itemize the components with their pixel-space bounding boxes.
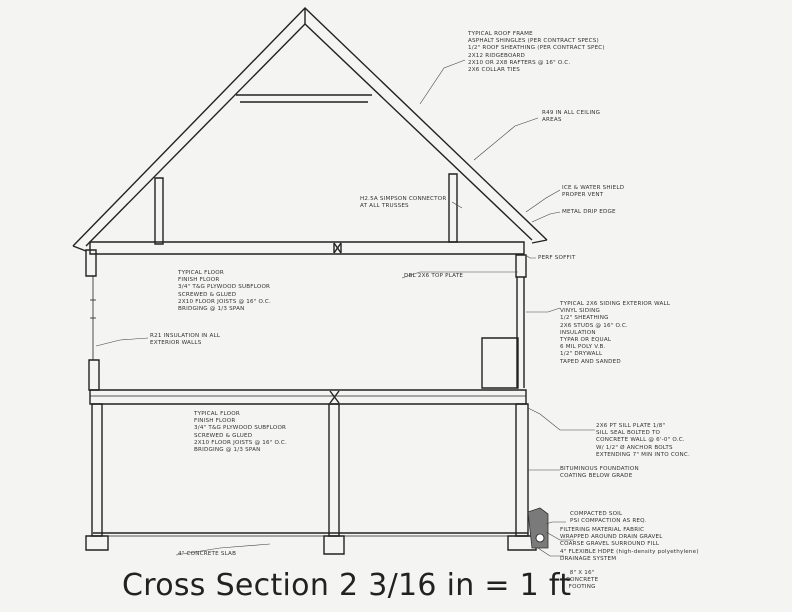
ceiling-joist <box>90 242 524 254</box>
connector-note: H2.5A SIMPSON CONNECTOR AT ALL TRUSSES <box>360 196 446 210</box>
note-line: 1/2" ROOF SHEATHING (PER CONTRACT SPEC) <box>468 45 605 52</box>
note-line: 1/2" SHEATHING <box>560 315 609 322</box>
note-line: PSI COMPACTION AS REQ. <box>570 518 647 525</box>
exterior-wall-note: TYPICAL 2X6 SIDING EXTERIOR WALL VINYL S… <box>560 301 670 366</box>
note-line: TYPICAL ROOF FRAME <box>468 31 533 37</box>
note-line: 2X12 RIDGEBOARD <box>468 52 526 59</box>
sill-plate-note: 2X6 PT SILL PLATE 1/8" SILL SEAL BOLTED … <box>596 423 690 459</box>
roof-frame-note: TYPICAL ROOF FRAME ASPHALT SHINGLES (PER… <box>468 31 605 74</box>
note-line: INSULATION <box>560 329 596 336</box>
slab-note: 4" CONCRETE SLAB <box>178 551 236 558</box>
note-line: 2X6 PT SILL PLATE 1/8" <box>596 423 666 429</box>
note-line: TYPICAL FLOOR <box>178 270 224 276</box>
drain-gravel <box>528 508 548 548</box>
right-exterior-wall <box>482 255 526 388</box>
note-line: FINISH FLOOR <box>178 277 220 284</box>
note-line: BITUMINOUS FOUNDATION <box>560 466 639 472</box>
note-line: SILL SEAL BOLTED TO <box>596 430 661 437</box>
collar-tie <box>236 95 372 102</box>
note-line: AREAS <box>542 117 562 124</box>
ceiling-insulation-note: R49 IN ALL CEILING AREAS <box>542 110 600 124</box>
note-line: BRIDGING @ 1/3 SPAN <box>194 447 261 454</box>
note-line: CONCRETE <box>566 577 599 584</box>
knee-wall-left <box>155 178 163 244</box>
lower-floor-note: TYPICAL FLOOR FINISH FLOOR 3/4" T&G PLYW… <box>194 411 287 454</box>
note-line: WRAPPED AROUND DRAIN GRAVEL <box>560 534 663 541</box>
note-line: H2.5A SIMPSON CONNECTOR <box>360 196 447 202</box>
note-line: W/ 1/2" Ø ANCHOR BOLTS <box>596 444 673 451</box>
note-line: FOOTING <box>568 584 596 591</box>
note-line: 1/2" DRYWALL <box>560 351 603 358</box>
note-line: TYPICAL FLOOR <box>194 411 240 417</box>
note-line: 2X6 STUDS @ 16" O.C. <box>560 322 628 329</box>
drawing-caption: Cross Section 2 3/16 in = 1 ft <box>122 568 572 603</box>
note-line: PERF SOFFIT <box>538 255 576 261</box>
note-line: 2X10 FLOOR JOISTS @ 16" O.C. <box>178 298 271 305</box>
note-line: CONCRETE WALL @ 6'-0" O.C. <box>596 437 685 444</box>
note-line: 4" FLEXIBLE HDPE (high-density polyethyl… <box>560 548 699 555</box>
ice-shield-note: ICE & WATER SHIELD PROPER VENT <box>562 185 624 199</box>
left-exterior-wall <box>86 250 99 390</box>
note-line: 8" X 16" <box>569 570 595 576</box>
soffit-note: PERF SOFFIT <box>538 255 575 262</box>
knee-wall-right <box>449 174 457 242</box>
top-plate-note: DBL 2X6 TOP PLATE <box>404 273 463 280</box>
note-line: R49 IN ALL CEILING <box>542 110 601 116</box>
note-line: EXTENDING 7" MIN INTO CONC. <box>596 451 691 458</box>
note-line: 2X10 FLOOR JOISTS @ 16" O.C. <box>194 439 287 446</box>
note-line: TAPED AND SANDED <box>560 358 621 365</box>
note-line: METAL DRIP EDGE <box>562 209 616 215</box>
footing-note: 8" X 16" CONCRETE FOOTING <box>566 570 598 592</box>
foundation-wall-left <box>86 404 108 550</box>
note-line: TYPAR OR EQUAL <box>560 337 612 344</box>
roof-outline <box>73 8 547 251</box>
note-line: 6 MIL POLY V.B. <box>560 344 606 351</box>
note-line: FILTERING MATERIAL FABRIC <box>560 527 645 533</box>
note-line: BRIDGING @ 1/3 SPAN <box>178 306 245 313</box>
center-post <box>324 404 344 554</box>
compacted-soil-note: COMPACTED SOIL PSI COMPACTION AS REQ. <box>570 511 647 525</box>
note-line: R21 INSULATION IN ALL <box>150 333 221 339</box>
note-line: SCREWED & GLUED <box>178 291 237 298</box>
foundation-coating-note: BITUMINOUS FOUNDATION COATING BELOW GRAD… <box>560 466 639 480</box>
note-line: 2X10 OR 2X8 RAFTERS @ 16" O.C. <box>468 59 571 66</box>
note-line: ICE & WATER SHIELD <box>562 185 625 191</box>
drip-edge-note: METAL DRIP EDGE <box>562 209 616 216</box>
upper-floor-platform <box>90 390 526 404</box>
wall-insulation-note: R21 INSULATION IN ALL EXTERIOR WALLS <box>150 333 220 347</box>
note-line: 4" CONCRETE SLAB <box>178 551 237 557</box>
note-line: FINISH FLOOR <box>194 418 236 425</box>
note-line: COARSE GRAVEL SURROUND FILL <box>560 541 660 548</box>
note-line: EXTERIOR WALLS <box>150 340 202 347</box>
note-line: DRAINAGE SYSTEM <box>560 555 617 562</box>
upper-floor-note: TYPICAL FLOOR FINISH FLOOR 3/4" T&G PLYW… <box>178 270 271 313</box>
note-line: DBL 2X6 TOP PLATE <box>404 273 464 279</box>
note-line: VINYL SIDING <box>560 308 601 315</box>
note-line: 2x6 COLLAR TIES <box>468 67 521 74</box>
note-line: TYPICAL 2X6 SIDING EXTERIOR WALL <box>560 301 671 307</box>
note-line: 3/4" T&G PLYWOOD SUBFLOOR <box>194 425 287 432</box>
lower-floor-level <box>93 533 528 536</box>
note-line: AT ALL TRUSSES <box>360 203 409 210</box>
note-line: 3/4" T&G PLYWOOD SUBFLOOR <box>178 284 271 291</box>
leader-lines <box>96 60 595 556</box>
drain-note: FILTERING MATERIAL FABRIC WRAPPED AROUND… <box>560 527 699 563</box>
note-line: SCREWED & GLUED <box>194 432 253 439</box>
note-line: COATING BELOW GRADE <box>560 473 633 480</box>
note-line: ASPHALT SHINGLES (PER CONTRACT SPECS) <box>468 38 599 45</box>
note-line: COMPACTED SOIL <box>570 511 623 517</box>
note-line: PROPER VENT <box>562 192 604 199</box>
